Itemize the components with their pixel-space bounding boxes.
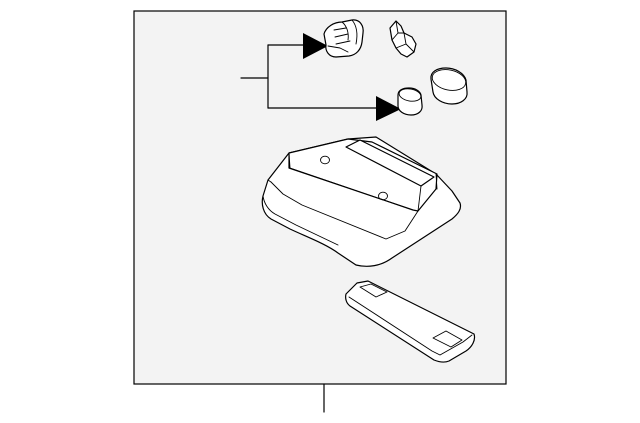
- arrowhead-lower: [376, 96, 401, 121]
- bulb-wedge-large-icon: [323, 19, 364, 58]
- callout-bracket: [240, 44, 379, 109]
- bulb-socket-cap-small-icon: [397, 87, 423, 116]
- lamp-lens-icon: [345, 280, 476, 363]
- arrowhead-upper: [303, 33, 328, 59]
- lamp-housing-icon: [261, 136, 462, 267]
- bulb-socket-cap-large-icon: [430, 67, 468, 105]
- bulb-wedge-small-icon: [389, 20, 417, 58]
